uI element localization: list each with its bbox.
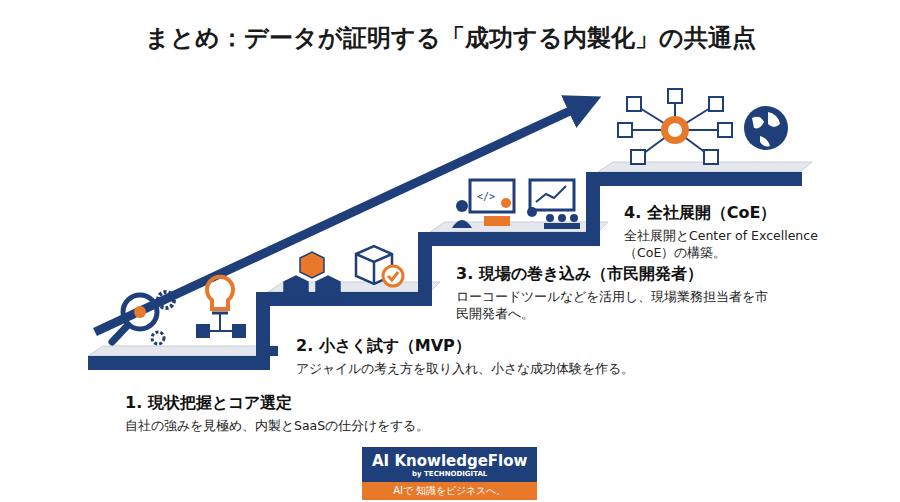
step-description: 自社の強みを見極め、内製とSaaSの仕分けをする。: [125, 417, 505, 435]
step-text-block: 4. 全社展開（CoE） 全社展開とCenter of Excellence（Co…: [624, 203, 824, 262]
step-heading: 4. 全社展開（CoE）: [624, 203, 824, 224]
step-heading: 2. 小さく試す（MVP）: [296, 336, 696, 357]
analysis-icons: [112, 277, 246, 344]
step-description: ローコードツールなどを活用し、現場業務担当者を市民開発者へ。: [456, 288, 776, 323]
coe-icons: [618, 89, 788, 164]
brand-logo-box: AI KnowledgeFlowby TECHNODIGITAL AIで 知識をビ…: [362, 447, 537, 500]
logo-text: AI KnowledgeFlow: [372, 452, 527, 470]
logo-text: AIで 知識をビジネスへ。: [362, 482, 537, 500]
diagram-title: まとめ：データが証明する「成功する内製化」の共通点: [0, 22, 900, 54]
step-text-block: 1. 現状把握とコア選定自社の強みを見極め、内製とSaaSの仕分けをする。: [125, 393, 505, 434]
step-description: アジャイルの考え方を取り入れ、小さな成功体験を作る。: [296, 360, 696, 378]
step-heading: 3. 現場の巻き込み（市民開発者）: [456, 264, 776, 285]
step-description: 全社展開とCenter of Excellence（CoE）の構築。: [624, 227, 824, 262]
step-text-block: 2. 小さく試す（MVP） アジャイルの考え方を取り入れ、小さな成功体験を作る。: [296, 336, 696, 377]
citizen-dev-icons: </>: [452, 180, 580, 229]
step-heading: 1. 現状把握とコア選定: [125, 393, 505, 414]
step-profile: [88, 172, 802, 370]
logo-text: by TECHNODIGITAL: [372, 470, 527, 479]
mvp-icons: [284, 246, 403, 302]
svg-text:</>: </>: [477, 191, 495, 202]
step-text-block: 3. 現場の巻き込み（市民開発者） ローコードツールなどを活用し、現場業務担当者を…: [456, 264, 776, 323]
